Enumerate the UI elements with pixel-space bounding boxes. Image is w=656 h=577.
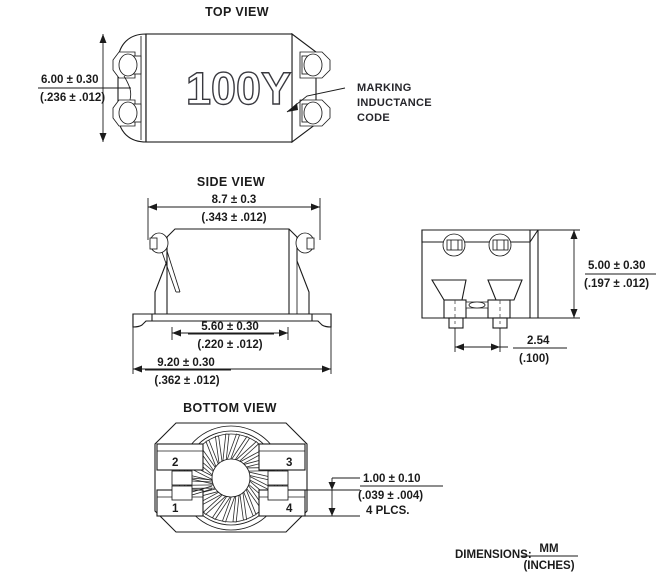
side-view-foot-right <box>311 313 332 328</box>
side-view-left-terminal <box>149 232 181 293</box>
bottom-view-group: BOTTOM VIEW 2 3 1 <box>154 401 443 533</box>
end-view-leg-right-taper <box>487 279 523 301</box>
callout-line-2: INDUCTANCE <box>357 97 432 109</box>
marking-leader-arrow <box>287 103 298 112</box>
side-view-right-terminal <box>295 232 315 254</box>
end-view-pitch-dimension: 2.54 (.100) <box>454 328 567 365</box>
pad-2-number: 2 <box>172 457 178 469</box>
top-view-height-dimension: 6.00 ± 0.30 (.236 ± .012) <box>38 34 131 142</box>
clip-left-leads <box>191 477 213 496</box>
side-inner-dim-mm: 5.60 ± 0.30 <box>201 321 258 333</box>
side-view-foot-left <box>132 313 153 328</box>
pad-3-rect <box>258 443 306 471</box>
callout-line-3: CODE <box>357 112 390 124</box>
bottom-view-title: BOTTOM VIEW <box>183 401 277 415</box>
end-view-terminal-circles <box>442 233 512 257</box>
end-view-chamfer <box>529 229 539 243</box>
end-height-dim-mm: 5.00 ± 0.30 <box>588 260 645 272</box>
top-view-marking-text: 100Y <box>186 63 291 114</box>
side-inner-dim-inch: (.220 ± .012) <box>197 339 262 351</box>
side-overall-dim-mm: 9.20 ± 0.30 <box>157 357 214 369</box>
terminal-barrel-right-upper <box>303 53 323 77</box>
pad-thickness-dim-mm: 1.00 ± 0.10 <box>363 473 420 485</box>
bottom-view-pad-thickness-dimension: 1.00 ± 0.10 (.039 ± .004) 4 PLCS. <box>305 473 443 517</box>
bottom-view-left-clips <box>171 470 213 501</box>
pad-thickness-note: 4 PLCS. <box>366 505 409 517</box>
clip-left-upper <box>171 470 193 486</box>
pad-1-number: 1 <box>172 503 179 515</box>
end-view-leg-right-body <box>487 299 511 319</box>
pad-2-group: 2 <box>156 443 204 471</box>
clip-right-upper <box>267 470 289 486</box>
side-view-body <box>154 228 310 315</box>
pad-3-number: 3 <box>286 457 292 469</box>
side-view-inner-dimension: 5.60 ± 0.30 (.220 ± .012) <box>171 321 289 351</box>
end-view-pad-left <box>448 317 464 329</box>
side-view-overall-dimension: 9.20 ± 0.30 (.362 ± .012) <box>132 326 332 387</box>
end-pitch-dim-mm: 2.54 <box>527 335 550 347</box>
pad-thickness-dim-inch: (.039 ± .004) <box>358 490 423 502</box>
top-height-dim-mm: 6.00 ± 0.30 <box>41 74 98 86</box>
pad-2-rect <box>156 443 204 471</box>
toroid-inner-hole-top <box>211 458 251 498</box>
terminal-barrel-right-lower <box>303 101 323 125</box>
clip-left-lower <box>171 485 193 501</box>
dimensions-legend: DIMENSIONS: MM (INCHES) <box>455 543 578 572</box>
end-pitch-dim-inch: (.100) <box>519 353 549 365</box>
side-view-group: SIDE VIEW 8.7 ± 0.3 (.343 ± .012) <box>132 175 332 387</box>
side-width-dim-inch: (.343 ± .012) <box>201 212 266 224</box>
side-view-width-dimension: 8.7 ± 0.3 (.343 ± .012) <box>147 194 321 240</box>
legend-numerator: MM <box>539 543 558 555</box>
end-view-core-ellipse <box>468 301 486 309</box>
top-view-body <box>145 33 293 143</box>
pad-4-number: 4 <box>286 503 293 515</box>
clip-right-lower <box>267 485 289 501</box>
legend-denominator: (INCHES) <box>523 560 574 572</box>
legend-label: DIMENSIONS: <box>455 549 532 561</box>
terminal-barrel-left-upper <box>118 53 138 77</box>
end-view-height-dimension: 5.00 ± 0.30 (.197 ± .012) <box>538 229 656 319</box>
bottom-view-right-clips <box>267 470 289 501</box>
pad-3-group: 3 <box>258 443 306 471</box>
top-view-group: TOP VIEW 100Y <box>38 5 432 144</box>
side-overall-dim-inch: (.362 ± .012) <box>154 375 219 387</box>
callout-line-1: MARKING <box>357 82 412 94</box>
end-height-dim-inch: (.197 ± .012) <box>584 278 649 290</box>
top-height-dim-inch: (.236 ± .012) <box>40 92 105 104</box>
side-view-title: SIDE VIEW <box>197 175 265 189</box>
terminal-barrel-left-lower <box>118 101 138 125</box>
top-view-right-terminals <box>299 51 331 127</box>
top-view-left-terminals <box>112 51 142 127</box>
end-view-group: 5.00 ± 0.30 (.197 ± .012) 2.54 (.100) <box>421 229 656 365</box>
side-width-dim-mm: 8.7 ± 0.3 <box>212 194 257 206</box>
top-view-title: TOP VIEW <box>205 5 269 19</box>
terminal-lead-left-upper <box>123 75 132 101</box>
